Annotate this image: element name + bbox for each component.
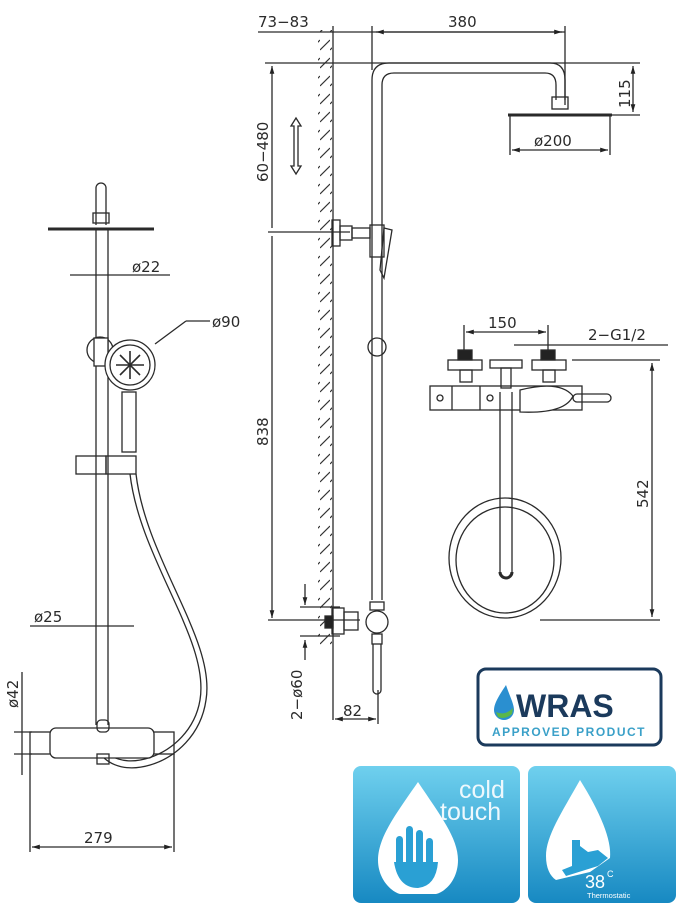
dim-head-diameter: ø200: [534, 132, 572, 150]
dim-height-adjust: 60−480: [254, 122, 272, 182]
dim-lower-rail-diameter: ø25: [34, 608, 62, 626]
cold-touch-line2: touch: [440, 798, 501, 826]
dim-valve-width: 279: [84, 829, 113, 847]
dim-arm-projection: 380: [448, 13, 477, 31]
dim-inlet-centres: 150: [488, 314, 517, 332]
thermo-temperature: 38: [585, 872, 605, 892]
dim-rail-height: 838: [254, 417, 272, 446]
finger-drop-icon: [546, 780, 611, 880]
dim-riser-diameter: ø22: [132, 258, 160, 276]
dim-wall-offset: 73−83: [258, 13, 309, 31]
wras-title: WRAS: [516, 688, 614, 724]
dim-valve-diameter: ø42: [4, 680, 22, 708]
front-view: [14, 182, 210, 852]
cold-touch-line1: cold: [459, 776, 505, 804]
dim-head-drop: 115: [616, 79, 634, 108]
side-view: [258, 26, 640, 724]
wras-badge: WRAS APPROVED PRODUCT: [476, 667, 663, 747]
dim-wall-fittings: 2−ø60: [288, 670, 306, 720]
thermo-unit: C: [607, 869, 614, 879]
thermo-label: Thermostatic: [587, 891, 631, 900]
cold-touch-badge: cold touch: [353, 766, 520, 903]
dim-handset-diameter: ø90: [212, 313, 240, 331]
dim-valve-projection: 82: [343, 702, 362, 720]
hand-drop-icon: [378, 782, 458, 894]
water-drop-icon: [494, 685, 514, 720]
dim-overall-depth: 542: [634, 479, 652, 508]
thermostatic-badge: 38 C Thermostatic: [528, 766, 676, 903]
wras-subtitle: APPROVED PRODUCT: [492, 725, 646, 739]
dim-inlet-thread: 2−G1/2: [588, 326, 646, 344]
top-view: [429, 325, 668, 621]
